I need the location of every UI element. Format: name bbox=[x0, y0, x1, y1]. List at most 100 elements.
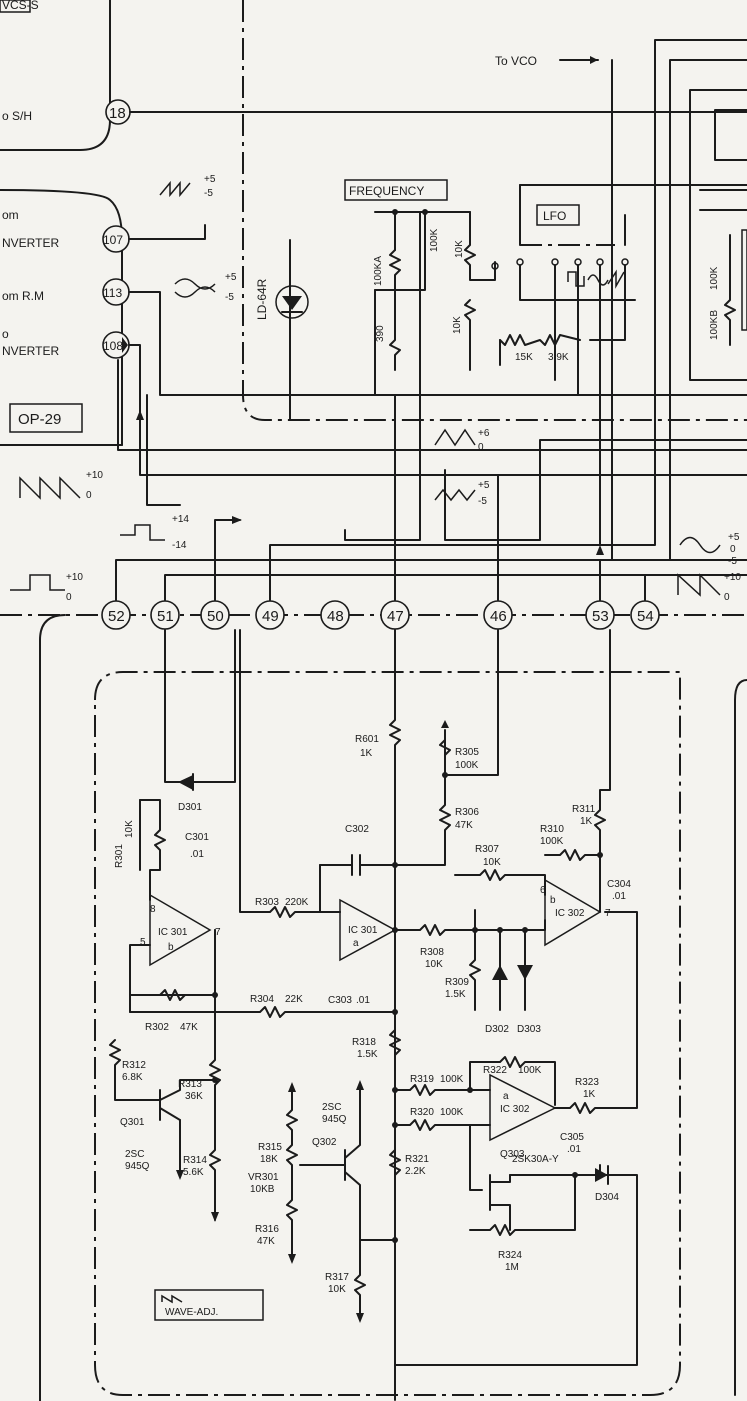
connector-pin-label-51: 51 bbox=[157, 608, 174, 625]
connector-pin-label-48: 48 bbox=[327, 608, 344, 625]
r-10k-a: 10K bbox=[454, 240, 465, 258]
c301-label: C301 bbox=[185, 832, 209, 843]
r-39k: 3.9K bbox=[548, 352, 569, 363]
r321-value: 2.2K bbox=[405, 1166, 426, 1177]
vr301-label: VR301 bbox=[248, 1172, 279, 1183]
connector-pin-label-47: 47 bbox=[387, 608, 404, 625]
r317-label: R317 bbox=[325, 1272, 349, 1283]
r303-value: 220K bbox=[285, 897, 309, 908]
r313-value: 36K bbox=[185, 1091, 203, 1102]
pin-18-label: 18 bbox=[109, 105, 126, 122]
r309-label: R309 bbox=[445, 977, 469, 988]
pot-100ka: 100KA bbox=[373, 256, 384, 286]
q301-type2: 945Q bbox=[125, 1161, 150, 1172]
q301-type: 2SC bbox=[125, 1149, 144, 1160]
q303-label: Q303 bbox=[500, 1149, 525, 1160]
r313-label: R313 bbox=[178, 1079, 202, 1090]
lvl-tri5b-bot: -5 bbox=[478, 496, 487, 507]
d301-label: D301 bbox=[178, 802, 202, 813]
connector-pin-46 bbox=[483, 600, 513, 630]
c305-label: C305 bbox=[560, 1132, 584, 1143]
r321-label: R321 bbox=[405, 1154, 429, 1165]
op29-board: VCS-S o S/H om NVERTER om R.M o NVERTER … bbox=[0, 0, 123, 446]
ic301b-opamp bbox=[149, 893, 212, 967]
d303-label: D303 bbox=[517, 1024, 541, 1035]
op29-pins: 18 107 113 108 bbox=[102, 99, 131, 359]
connector-pin-47 bbox=[380, 600, 410, 630]
ic301b-sub: b bbox=[168, 942, 174, 953]
connector-pin-53 bbox=[585, 600, 615, 630]
subboard-outline bbox=[242, 0, 747, 421]
connector-pin-48 bbox=[320, 600, 350, 630]
c303-value: .01 bbox=[356, 995, 370, 1006]
lvl-tri-top: +5 bbox=[225, 272, 237, 283]
ic302a-opamp bbox=[489, 1073, 557, 1142]
c303-label: C303 bbox=[328, 995, 352, 1006]
lower-circuit: D301 R601 1K R305 100K R306 47K C302 IC … bbox=[109, 209, 638, 1401]
ic301b-pin7: 7 bbox=[215, 927, 221, 938]
r301-label: R301 bbox=[114, 844, 125, 868]
r308-label: R308 bbox=[420, 947, 444, 958]
vr301-value: 10KB bbox=[250, 1184, 275, 1195]
ic301b-pin8: 8 bbox=[150, 904, 156, 915]
r305-value: 100K bbox=[455, 760, 479, 771]
r318-value: 1.5K bbox=[357, 1049, 378, 1060]
r320-label: R320 bbox=[410, 1107, 434, 1118]
r324-label: R324 bbox=[498, 1250, 522, 1261]
q301-label: Q301 bbox=[120, 1117, 145, 1128]
r322-label: R322 bbox=[483, 1065, 507, 1076]
r302-label: R302 bbox=[145, 1022, 169, 1033]
ic302b-pin6: 6 bbox=[540, 885, 546, 896]
frequency-block: FREQUENCY 100KA 100K 10K 390 10K bbox=[344, 179, 499, 396]
top-wires bbox=[117, 111, 747, 506]
connector-pin-52 bbox=[101, 600, 131, 630]
ic301a-label: IC 301 bbox=[348, 925, 378, 936]
r601-value: 1K bbox=[360, 748, 373, 759]
ic301a-sub: a bbox=[353, 938, 359, 949]
connector-pin-label-49: 49 bbox=[262, 608, 279, 625]
right-board-edge bbox=[734, 679, 747, 1396]
lvl-sine-bot: -5 bbox=[728, 556, 737, 567]
d302-label: D302 bbox=[485, 1024, 509, 1035]
right-bus: To VCO bbox=[495, 39, 747, 561]
from-inverter-label-b: NVERTER bbox=[2, 236, 59, 250]
connector-row bbox=[0, 614, 747, 1401]
ic302b-opamp bbox=[544, 878, 602, 947]
r314-value: 5.6K bbox=[183, 1167, 204, 1178]
lvl-sq14-top: +14 bbox=[172, 514, 189, 525]
r306-value: 47K bbox=[455, 820, 473, 831]
lvl-tri6-bot: 0 bbox=[478, 442, 484, 453]
led-label: LD-64R bbox=[255, 278, 269, 320]
r307-value: 10K bbox=[483, 857, 501, 868]
r310-label: R310 bbox=[540, 824, 564, 835]
r323-label: R323 bbox=[575, 1077, 599, 1088]
r-390: 390 bbox=[375, 325, 386, 342]
r311-label: R311 bbox=[572, 804, 596, 815]
connector-pin-51 bbox=[150, 600, 180, 630]
connector-pin-54 bbox=[630, 600, 660, 630]
to-vco-label: To VCO bbox=[495, 54, 537, 68]
lvl-sine-mid: 0 bbox=[730, 544, 736, 555]
lvl-saw-top: +5 bbox=[204, 174, 216, 185]
lvl-sq10-top: +10 bbox=[66, 572, 83, 583]
lvl-ramp-bot: 0 bbox=[86, 490, 92, 501]
r309-value: 1.5K bbox=[445, 989, 466, 1000]
r318-label: R318 bbox=[352, 1037, 376, 1048]
r324-value: 1M bbox=[505, 1262, 519, 1273]
lvl-sine-top: +5 bbox=[728, 532, 740, 543]
ic302a-sub: a bbox=[503, 1091, 509, 1102]
r-100k-right: 100K bbox=[709, 266, 720, 290]
q303-type: 2SK30A-Y bbox=[512, 1154, 559, 1165]
ic302b-label: IC 302 bbox=[555, 908, 585, 919]
ic302b-sub: b bbox=[550, 895, 556, 906]
connector-pin-50 bbox=[200, 600, 230, 630]
q302-type: 2SC bbox=[322, 1102, 341, 1113]
op29-label: OP-29 bbox=[18, 411, 61, 428]
lvl-tri6-top: +6 bbox=[478, 428, 490, 439]
r-10k-b: 10K bbox=[452, 316, 463, 334]
signal-wires bbox=[115, 211, 747, 601]
from-rm-label: om R.M bbox=[2, 289, 44, 303]
from-inverter-label-a: om bbox=[2, 208, 19, 222]
d304-label: D304 bbox=[595, 1192, 619, 1203]
